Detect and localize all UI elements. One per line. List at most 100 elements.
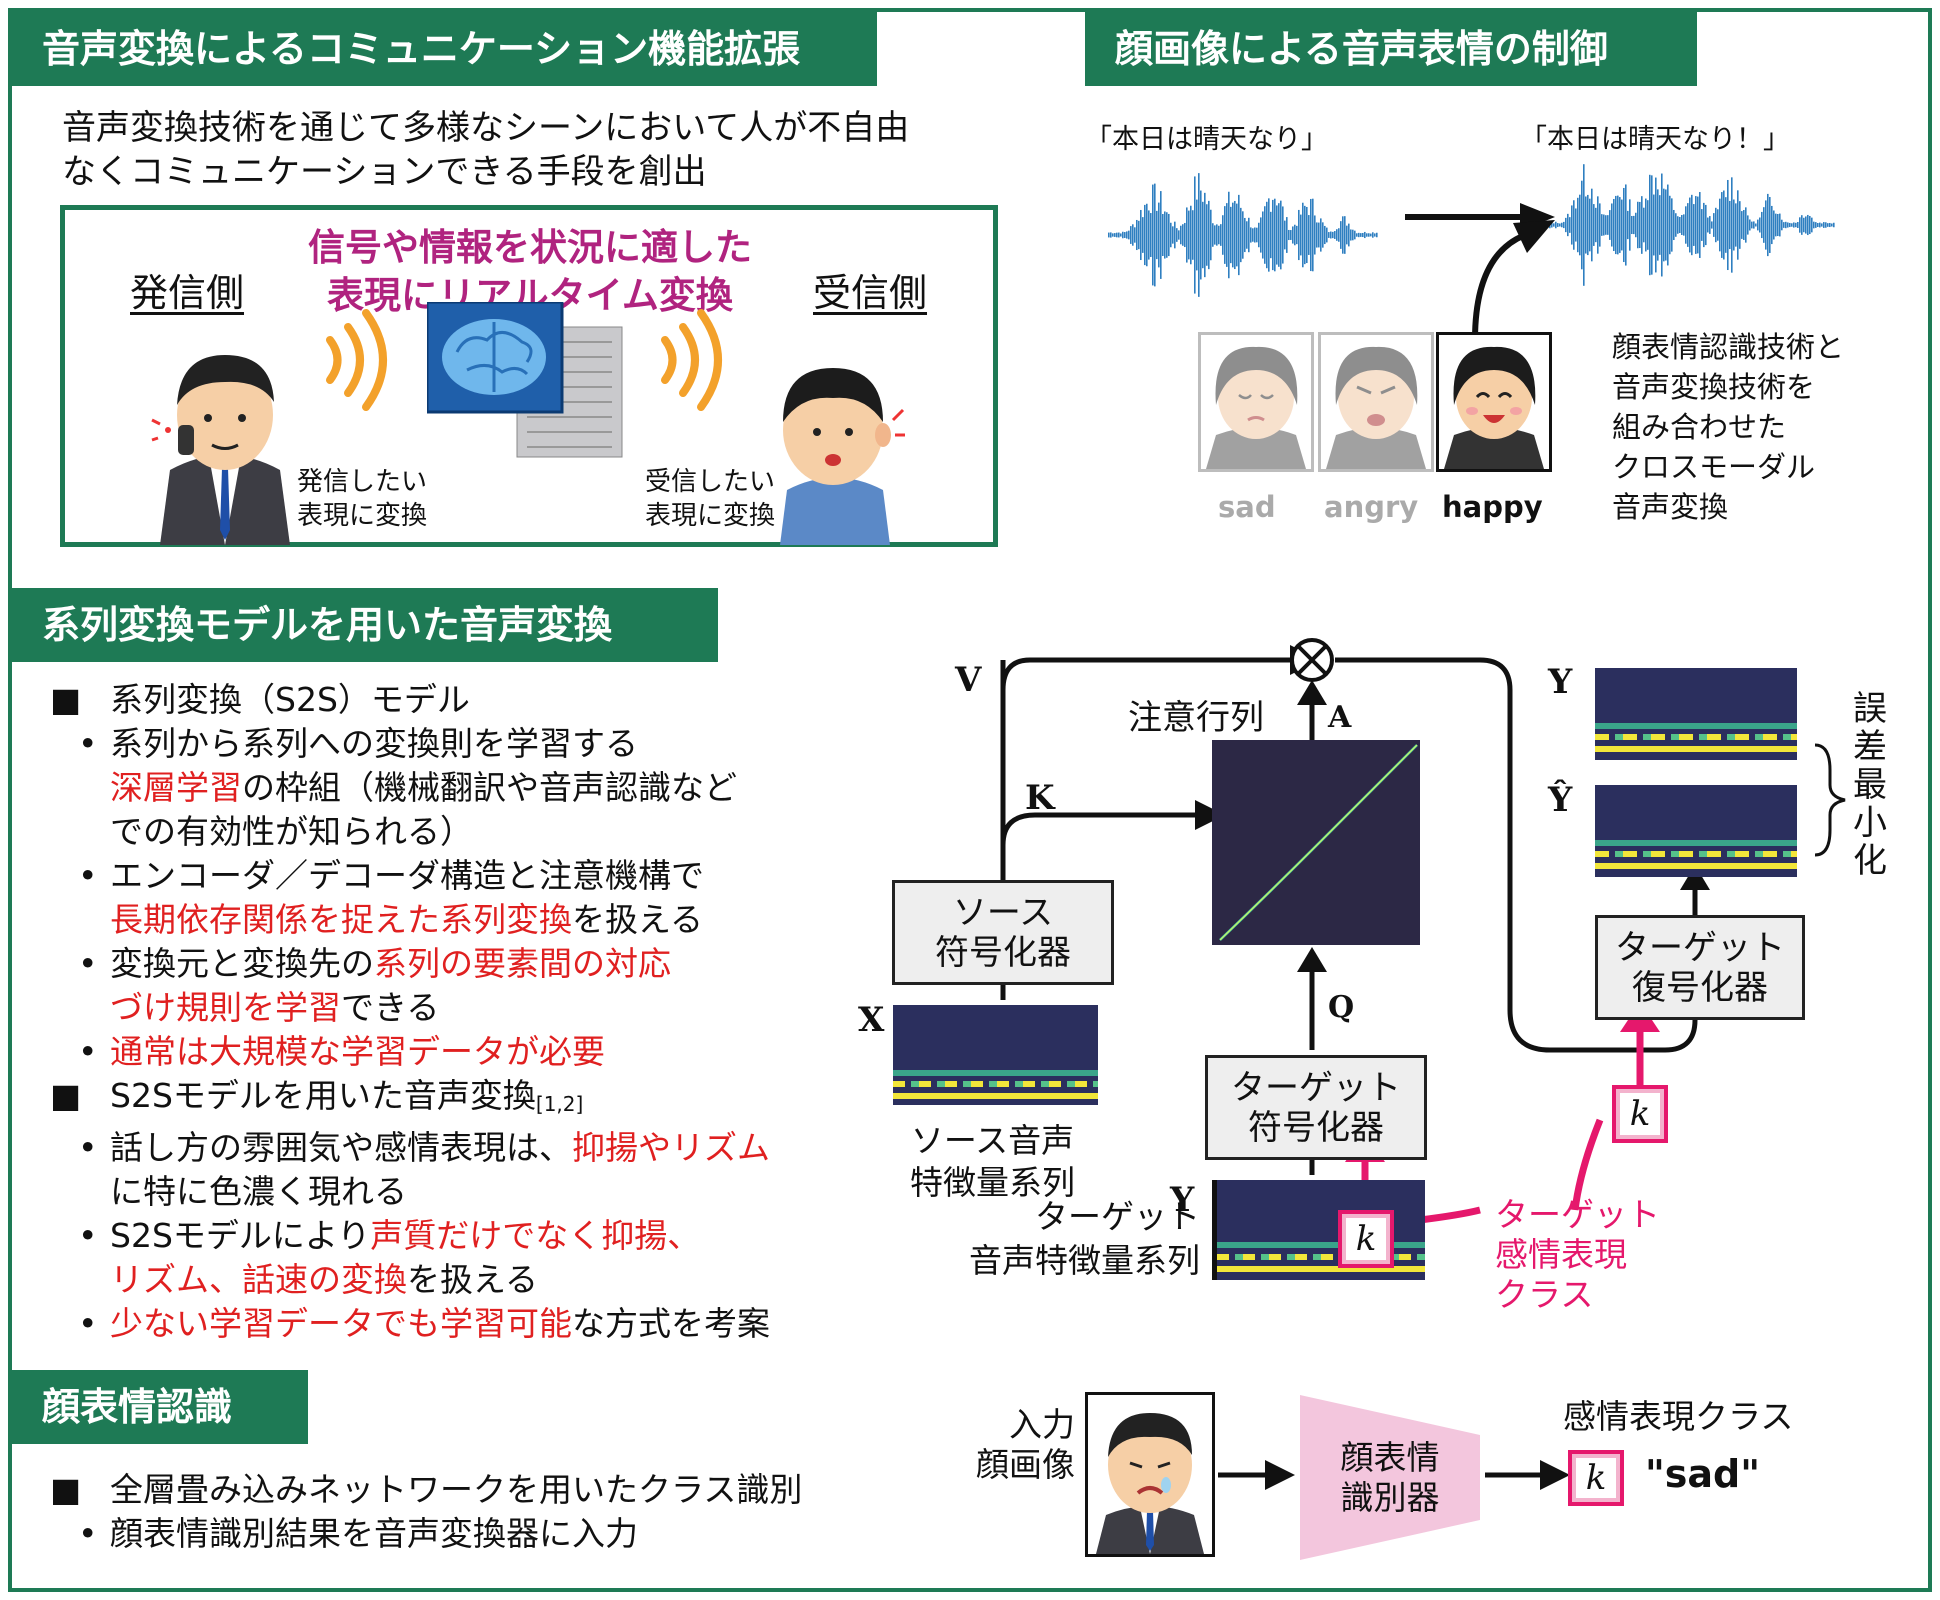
- page-frame: [8, 8, 1932, 1592]
- waveform-sample: [1270, 211, 1272, 259]
- waveform-sample: [1621, 199, 1623, 251]
- waveform-sample: [1372, 232, 1374, 238]
- waveform-sample: [1260, 217, 1262, 253]
- waveform-sample: [1717, 209, 1719, 241]
- source-feature-label: ソース音声 特徴量系列: [905, 1120, 1080, 1204]
- waveform-sample: [1298, 209, 1300, 261]
- k-box-classifier-output: k: [1568, 1450, 1624, 1506]
- err-char-2: 差: [1853, 727, 1887, 767]
- waveform-sample: [1607, 215, 1609, 235]
- s2s-sub-3: •変換元と変換先の系列の要素間の対応 づけ規則を学習できる: [78, 944, 671, 1027]
- waveform-sample: [1334, 231, 1336, 239]
- waveform-sample: [1294, 224, 1296, 246]
- face-angry: [1318, 332, 1434, 472]
- waveform-sample: [1563, 221, 1565, 229]
- waveform-sample: [1314, 215, 1316, 255]
- waveform-sample: [1669, 195, 1671, 255]
- waveform-sample: [1719, 198, 1721, 252]
- waveform-sample: [1599, 203, 1601, 247]
- waveform-sample: [1579, 194, 1581, 256]
- waveform-sample: [1346, 225, 1348, 245]
- target-encoder-line-2: 符号化器: [1248, 1107, 1384, 1148]
- waveform-sample: [1703, 202, 1705, 248]
- waveform-sample: [1729, 200, 1731, 250]
- source-encoder-line-2: 符号化器: [935, 932, 1071, 973]
- waveform-sample: [1226, 203, 1228, 267]
- waveform-sample: [1212, 223, 1214, 247]
- intro-line-2: なくコミュニケーションできる手段を創出: [62, 152, 707, 192]
- waveform-sample: [1130, 226, 1132, 244]
- waveform-sample: [1170, 222, 1172, 248]
- waveform-sample: [1280, 200, 1282, 270]
- waveform-sample: [1118, 232, 1120, 238]
- waveform-sample: [1258, 222, 1260, 248]
- s2s-sub-6-highlight-1: 声質だけでなく抑揚、: [370, 1216, 701, 1255]
- label-Y-out: Y: [1548, 662, 1573, 702]
- target-emotion-class-label: ターゲット 感情表現 クラス: [1495, 1195, 1660, 1315]
- waveform-sample: [1683, 214, 1685, 236]
- section-header-voice-conversion: 音声変換によるコミュニケーション機能拡張: [12, 12, 877, 86]
- waveform-sample: [1653, 194, 1655, 256]
- waveform-sample: [1789, 222, 1791, 228]
- waveform-sample: [1671, 198, 1673, 252]
- waveform-sample: [1220, 224, 1222, 246]
- face-happy: [1436, 332, 1552, 472]
- s2s-sub-2-highlight: 長期依存関係を捉えた系列変換: [110, 900, 572, 939]
- s2s-sub-6: •S2Sモデルにより声質だけでなく抑揚、 リズム、話速の変換を扱える: [78, 1216, 701, 1299]
- waveform-sample: [1296, 225, 1298, 245]
- waveform-sample: [1821, 223, 1823, 227]
- receiver-caption-line-1: 受信したい: [645, 467, 776, 497]
- waveform-sample: [1759, 217, 1761, 233]
- waveform-sample: [1246, 221, 1248, 249]
- waveform-sample: [1252, 228, 1254, 242]
- waveform-sample: [1801, 215, 1803, 235]
- err-char-1: 誤: [1853, 689, 1887, 729]
- source-encoder-line-1: ソース: [952, 892, 1054, 933]
- label-Y-target: Y: [1170, 1180, 1195, 1220]
- receiver-label: 受信側: [813, 271, 928, 315]
- waveform-sample: [1597, 196, 1599, 254]
- waveform-sample: [1697, 196, 1699, 254]
- waveform-sample: [1817, 223, 1819, 227]
- s2s-sub-1-line-2: の枠組（機械翻訳や音声認識など: [242, 768, 737, 807]
- waveform-sample: [1567, 213, 1569, 237]
- waveform-sample: [1268, 198, 1270, 272]
- waveform-sample: [1352, 229, 1354, 241]
- waveform-sample: [1316, 222, 1318, 248]
- sender-businessman-illustration: [151, 355, 290, 545]
- waveform-sample: [1735, 203, 1737, 247]
- target-decoder-box: ターゲット 復号化器: [1595, 915, 1805, 1020]
- waveform-sample: [1587, 194, 1589, 256]
- waveform-sample: [1791, 223, 1793, 227]
- waveform-sample: [1569, 217, 1571, 233]
- waveform-sample: [1182, 224, 1184, 246]
- waveform-sample: [1366, 233, 1368, 237]
- label-A: A: [1328, 700, 1352, 735]
- waveform-sample: [1633, 215, 1635, 235]
- s2s-sub-7: •少ない学習データでも学習可能な方式を考案: [78, 1304, 770, 1343]
- waveform-sample: [1256, 227, 1258, 243]
- waveform-sample: [1312, 198, 1314, 272]
- waveform-sample: [1198, 173, 1200, 297]
- waveform-sample: [1216, 224, 1218, 246]
- waveform-sample: [1166, 212, 1168, 258]
- error-minimization-label: 誤 差 最 小 化: [1850, 690, 1890, 880]
- quote-input: 「本日は晴天なり」: [1085, 124, 1328, 155]
- face-label-angry: angry: [1324, 490, 1419, 524]
- sender-caption-line-1: 発信したい: [297, 467, 428, 497]
- input-waveform: [1108, 173, 1378, 297]
- waveform-sample: [1154, 183, 1156, 287]
- waveform-sample: [1160, 191, 1162, 279]
- waveform-sample: [1150, 213, 1152, 257]
- waveform-sample: [1645, 198, 1647, 252]
- waveform-sample: [1144, 204, 1146, 266]
- waveform-sample: [1368, 233, 1370, 237]
- waveform-sample: [1749, 219, 1751, 231]
- waveform-sample: [1186, 207, 1188, 263]
- waveform-sample: [1773, 210, 1775, 240]
- desc-line-3: 組み合わせた: [1612, 410, 1787, 444]
- target-emotion-class-line-3: クラス: [1495, 1275, 1594, 1314]
- waveform-sample: [1196, 199, 1198, 271]
- waveform-sample: [1108, 232, 1110, 238]
- waveform-sample: [1737, 190, 1739, 260]
